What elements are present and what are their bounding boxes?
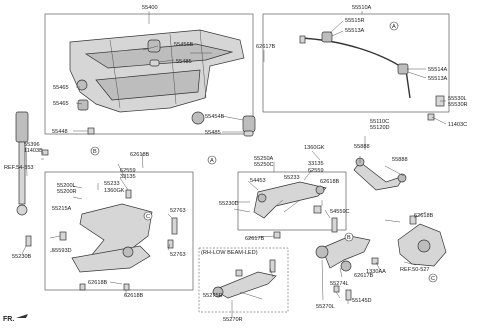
label-62559-b: 62559	[120, 168, 136, 174]
label-55888-b: 55888	[392, 157, 408, 163]
led-variant-arm	[212, 259, 277, 299]
callout-a-mid: A	[207, 155, 217, 165]
label-55270r: 55270R	[223, 317, 243, 323]
label-62618b-a: 62618B	[130, 152, 150, 158]
label-62617b-b: 62617B	[245, 236, 265, 242]
label-55530r: 55530R	[448, 102, 468, 108]
label-55593d: 55593D	[52, 248, 72, 254]
callout-b-right: B	[344, 232, 354, 242]
callout-a-letter-2: A	[210, 158, 214, 164]
callout-c-letter: C	[146, 214, 150, 220]
stabilizer-bar	[299, 31, 445, 121]
label-55233-a: 55233	[284, 175, 300, 181]
label-55250c: 55250C	[254, 162, 274, 168]
label-1330aa: 1330AA	[366, 269, 386, 275]
label-62618b-d: 62618B	[88, 280, 108, 286]
callout-b-letter-2: B	[347, 235, 351, 241]
label-55110c: 55110C	[370, 119, 389, 125]
callout-c-left: C	[143, 211, 153, 221]
label-62559-a: 62559	[308, 168, 324, 174]
label-55230b: 55230B	[12, 254, 32, 260]
label-55274l: 55274L	[330, 281, 349, 287]
label-52763-a: 52763	[170, 208, 186, 214]
label-52763-b: 52763	[170, 252, 186, 258]
label-55465-a: 55465	[53, 85, 69, 91]
front-arrow-icon	[16, 314, 28, 318]
label-55396: 55396	[24, 142, 40, 148]
label-55250a: 55250A	[254, 156, 274, 162]
label-55215a: 55215A	[52, 206, 72, 212]
label-55465-b: 55465	[53, 101, 69, 107]
ref-left: REF.54-553	[4, 165, 34, 171]
callout-c-right: C	[428, 273, 438, 283]
label-55233-b: 55233	[104, 181, 120, 187]
label-55275r: 55275R	[203, 293, 223, 299]
label-55485-a: 55485	[176, 59, 192, 65]
front-label: FR.	[3, 316, 14, 323]
label-62618b-b: 62618B	[320, 179, 340, 185]
label-11403b: 11403B	[24, 148, 43, 154]
callout-b-left: B	[90, 146, 100, 156]
label-55513a-bottom: 55513A	[428, 76, 448, 82]
label-55448: 55448	[52, 129, 68, 135]
label-11403c: 11403C	[448, 122, 467, 128]
label-55120d: 55120D	[370, 125, 390, 131]
label-55514a: 55514A	[428, 67, 448, 73]
label-55485-b: 55485	[205, 130, 221, 136]
label-55145d: 55145D	[352, 298, 372, 304]
label-62618b-c: 62618B	[414, 213, 434, 219]
led-variant-title: (RH-LOW BEAM-LED)	[201, 250, 258, 256]
trailing-arm-group-box	[237, 171, 347, 231]
upper-trailing-arm	[253, 181, 327, 239]
subframe-bushings	[77, 39, 256, 137]
label-62617b-c: 62617B	[354, 273, 374, 279]
lower-arm-group-box	[44, 171, 194, 291]
label-55888: 55888	[354, 144, 370, 150]
label-55200r: 55200R	[57, 189, 77, 195]
label-62618b-e: 62618B	[124, 293, 144, 299]
part-labels: 55400 55510A 55515R 55513A 55456B 62617B…	[4, 5, 468, 323]
rear-crossmember	[69, 29, 245, 125]
label-55513a-top: 55513A	[345, 28, 365, 34]
upper-control-arm	[331, 157, 407, 233]
label-55456b: 55456B	[174, 42, 194, 48]
front-direction-mark: FR.	[3, 314, 28, 323]
label-54453: 54453	[250, 178, 266, 184]
label-55530l: 55530L	[448, 96, 467, 102]
label-1360gk-b: 1360GK	[104, 188, 125, 194]
label-33135-a: 33135	[308, 161, 324, 167]
ref-right: REF.50-527	[400, 267, 430, 273]
leader-lines	[21, 11, 447, 318]
label-55510a: 55510A	[352, 5, 372, 11]
label-1360gk-a: 1360GK	[304, 145, 325, 151]
label-62617b-top: 62617B	[256, 44, 276, 50]
label-55230d: 55230D	[219, 201, 239, 207]
callout-b-letter: B	[93, 149, 97, 155]
callout-a-letter: A	[392, 24, 396, 30]
label-33135-b: 33135	[120, 174, 136, 180]
label-55400: 55400	[142, 5, 158, 11]
label-55270l: 55270L	[316, 304, 335, 310]
label-54559c: 54559C	[330, 209, 350, 215]
label-55454b: 55454B	[205, 114, 225, 120]
callout-a-top: A	[389, 21, 399, 31]
lower-trailing-arm	[315, 235, 379, 301]
label-55200l: 55200L	[57, 183, 76, 189]
callout-c-letter-2: C	[431, 276, 435, 282]
shock-absorber	[15, 111, 49, 216]
label-55515r: 55515R	[345, 18, 365, 24]
rear-knuckle	[397, 215, 447, 267]
led-variant-box	[198, 247, 289, 313]
stabilizer-group-box	[262, 13, 450, 113]
lower-control-arm	[25, 189, 178, 291]
